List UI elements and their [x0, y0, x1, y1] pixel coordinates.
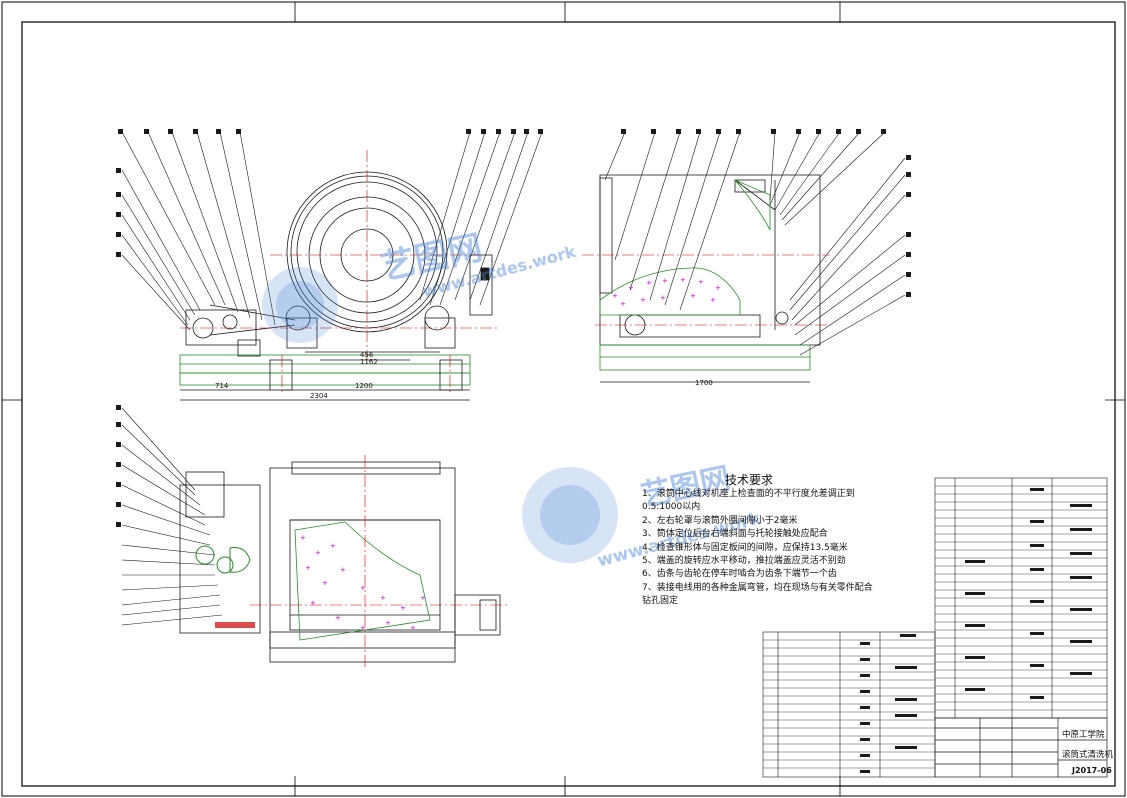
tech-req-item: 钻孔固定: [642, 596, 679, 607]
tech-req-item: 3、筒体定位后台右端斜面与托轮接触处应配合: [642, 529, 828, 540]
svg-text:+: +: [380, 594, 386, 602]
tech-req-item: 6、齿条与齿轮在停车时啮合为齿条下端节一个齿: [642, 569, 837, 580]
watermark-logo-1: [262, 267, 338, 343]
front-centerlines: [180, 150, 500, 395]
title-block-drawing-name: 滚筒式清洗机: [1062, 750, 1114, 760]
svg-text:+: +: [646, 279, 652, 287]
svg-text:+: +: [662, 277, 668, 285]
tech-req-title: 技术要求: [725, 473, 774, 487]
svg-text:+: +: [698, 278, 704, 286]
tech-req-item: 2、左右轮罩与滚筒外圈间隙小于2毫米: [642, 515, 798, 526]
side-leaders: [604, 131, 906, 356]
title-block-drawing-code: J2017-06: [1072, 766, 1112, 775]
svg-text:+: +: [322, 579, 328, 587]
svg-text:+: +: [680, 276, 686, 284]
tech-req-list: 1、滚筒中心线对机座上检查面的不平行度允差调正到 0.5:1000以内 2、左右…: [642, 488, 932, 609]
side-hatch-marks: +++ +++ +++ +++: [612, 276, 721, 308]
dim-1200: 1200: [355, 382, 373, 390]
svg-text:+: +: [360, 584, 366, 592]
top-leaders: [121, 407, 223, 626]
svg-text:+: +: [335, 614, 341, 622]
top-hatch-outline: [294, 521, 431, 641]
svg-text:+: +: [640, 296, 646, 304]
top-balloons: [116, 405, 121, 527]
svg-text:+: +: [660, 294, 666, 302]
tech-req-item: 1、滚筒中心线对机座上检查面的不平行度允差调正到: [642, 489, 855, 499]
side-hatch-outline: [599, 267, 741, 316]
side-view: [599, 174, 821, 383]
svg-text:+: +: [385, 619, 391, 627]
side-centerlines: [582, 254, 830, 326]
svg-text:+: +: [300, 534, 306, 542]
svg-text:+: +: [715, 284, 721, 292]
svg-text:+: +: [305, 564, 311, 572]
parts-list-left-rows: [763, 639, 935, 769]
svg-text:+: +: [710, 296, 716, 304]
svg-text:+: +: [420, 594, 426, 602]
dim-1700: 1700: [695, 379, 713, 387]
top-centerlines: [250, 455, 510, 670]
dim-456: 456: [360, 351, 374, 359]
svg-text:+: +: [315, 549, 321, 557]
watermark-logo-2: [522, 467, 618, 563]
tech-req-item: 5、端盖的旋转应水平移动，推拉端盖应灵活不别劲: [642, 556, 846, 567]
dim-2304: 2304: [310, 392, 328, 400]
svg-text:+: +: [400, 604, 406, 612]
tech-req-item: 7、装接电线用的各种金属弯管，均在现场与有关零件配合: [642, 582, 873, 593]
svg-text:+: +: [612, 292, 618, 300]
top-hatch-marks: + + + + + + + + + + + + + + +: [300, 534, 426, 632]
tech-req-item: 4、检查锥形体与固定板间的间隙，应保持13.5毫米: [642, 542, 848, 553]
top-gear-assembly: [195, 545, 251, 574]
svg-text:+: +: [410, 624, 416, 632]
svg-text:+: +: [340, 566, 346, 574]
dim-1162: 1162: [360, 358, 378, 366]
title-block: [934, 717, 1108, 778]
title-block-school: 中原工学院: [1062, 730, 1105, 740]
svg-text:+: +: [620, 300, 626, 308]
side-top-wedge: [734, 179, 771, 231]
tech-req-item: 0.5:1000以内: [642, 502, 701, 513]
front-dim-labels: 456 1162 714 1200 2304: [215, 351, 378, 400]
dim-714: 714: [215, 382, 229, 390]
parts-list-left-text: [860, 634, 917, 773]
parts-list-right-rows: [935, 485, 1107, 711]
svg-text:+: +: [310, 599, 316, 607]
svg-text:+: +: [360, 624, 366, 632]
front-balloons: [116, 129, 543, 257]
parts-list-right-text: [965, 488, 1092, 699]
svg-text:+: +: [330, 542, 336, 550]
svg-text:+: +: [690, 292, 696, 300]
front-leaders: [121, 131, 543, 331]
svg-text:+: +: [628, 284, 634, 292]
top-red-base: [215, 622, 255, 628]
top-view: [179, 461, 501, 663]
side-balloons: [621, 129, 911, 297]
inner-frame: [21, 21, 1116, 787]
parts-list-left: [762, 631, 936, 778]
